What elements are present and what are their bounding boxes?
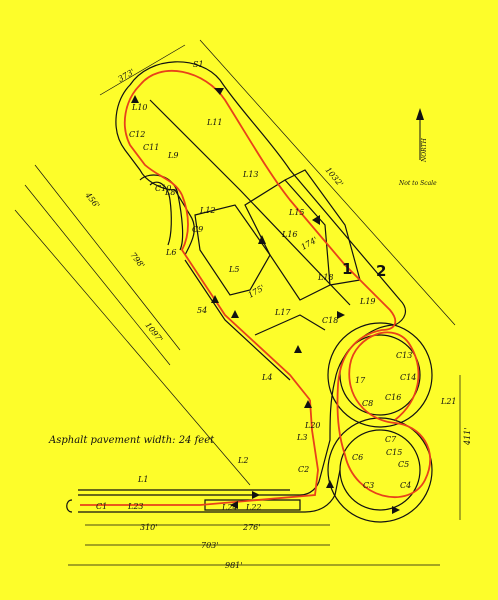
label-l3: L3 <box>296 433 307 442</box>
label-c15: C15 <box>386 448 402 457</box>
label-l9: L9 <box>167 151 178 160</box>
label-l2: L2 <box>237 456 248 465</box>
dim-1097: 1097' <box>143 321 164 344</box>
label-l15: L15 <box>288 208 305 217</box>
label-c2: C2 <box>298 465 309 474</box>
label-l5: L5 <box>228 265 239 274</box>
label-l1: L1 <box>137 475 148 484</box>
label-l4: L4 <box>261 373 272 382</box>
segment-labels: S1 L1 L2 L3 L4 L5 L6 L9 L10 L11 L12 L13 … <box>96 60 457 512</box>
label-c6: C6 <box>352 453 363 462</box>
dim-411: 411' <box>463 428 472 446</box>
pavement-note: Asphalt pavement width: 24 feet <box>48 435 215 446</box>
dim-310: 310' <box>140 523 157 532</box>
label-c18: C18 <box>322 316 338 325</box>
label-l18: L18 <box>317 273 334 282</box>
label-l20: L20 <box>304 421 321 430</box>
dim-981: 981' <box>225 561 242 570</box>
north-arrow: NORTH Not to Scale <box>398 108 437 187</box>
label-l22: L22 <box>245 503 262 512</box>
dim-456: 456' <box>83 190 101 210</box>
label-c16: C16 <box>385 393 401 402</box>
dim-798: 798' <box>128 251 146 270</box>
label-l8: L8 <box>164 188 175 197</box>
track-outline <box>66 61 433 523</box>
label-l12: L12 <box>199 206 216 215</box>
label-c5: C5 <box>398 460 409 469</box>
label-l23: L23 <box>127 502 144 511</box>
label-l6: L6 <box>165 248 176 257</box>
label-c12: C12 <box>129 130 145 139</box>
label-l10: L10 <box>131 103 148 112</box>
label-c11: C11 <box>143 143 159 152</box>
label-l11: L11 <box>206 118 223 127</box>
label-l21: L21 <box>440 397 457 406</box>
route-marker-2: 2 <box>376 262 386 280</box>
label-l17: L17 <box>274 308 291 317</box>
label-l13: L13 <box>242 170 259 179</box>
label-l16: L16 <box>281 230 298 239</box>
dim-175: 175' <box>247 283 267 300</box>
label-c3: C3 <box>363 481 374 490</box>
dim-276: 276' <box>242 523 260 532</box>
label-l24: L24 <box>221 503 238 512</box>
direction-arrows <box>131 88 400 514</box>
label-c7: C7 <box>385 435 397 444</box>
label-c4: C4 <box>400 481 411 490</box>
label-17: 17 <box>355 376 366 385</box>
label-c1: C1 <box>96 502 107 511</box>
label-c14: C14 <box>400 373 416 382</box>
label-c9: C9 <box>192 225 203 234</box>
north-label: NORTH <box>421 137 428 163</box>
dim-174: 174' <box>300 235 320 252</box>
dimension-lines <box>14 39 461 566</box>
dim-703: 703' <box>201 541 218 550</box>
label-s1: S1 <box>193 60 204 69</box>
label-l19: L19 <box>359 297 376 306</box>
route-path <box>80 69 431 506</box>
label-c13: C13 <box>396 351 412 360</box>
route-marker-1: 1 <box>342 260 352 278</box>
scale-label: Not to Scale <box>398 180 437 187</box>
dim-1032: 1032' <box>323 166 344 189</box>
label-c8: C8 <box>362 399 373 408</box>
label-54: 54 <box>197 306 207 315</box>
label-c10: C10 <box>155 184 171 193</box>
